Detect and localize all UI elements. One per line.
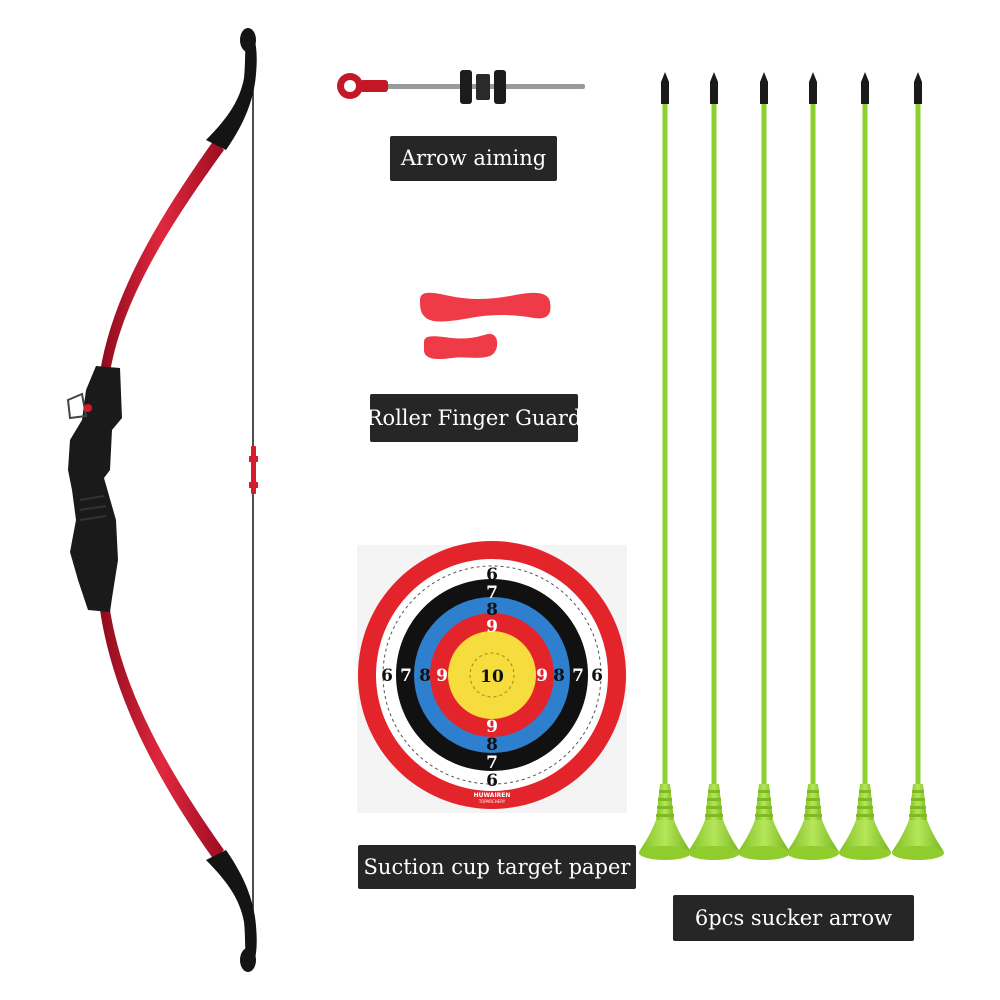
sucker-arrows — [639, 72, 944, 860]
sucker-arrow — [787, 72, 839, 860]
target-num-7-bottom: 7 — [486, 753, 498, 773]
lower-limb — [100, 610, 224, 860]
target-num-9-right: 9 — [536, 666, 548, 686]
target-brand: HUWAIREN — [474, 792, 511, 799]
target-num-9-top: 9 — [486, 617, 498, 637]
target-num-8-left: 8 — [419, 666, 431, 686]
upper-limb — [100, 140, 224, 372]
roller-finger-guards — [420, 292, 551, 360]
label-roller-finger-guard: Roller Finger Guard — [367, 394, 581, 442]
target-numbers: 10 6 7 8 9 6 7 8 9 6 7 8 9 9 8 7 6 HUWAI… — [381, 565, 603, 804]
arrow-aiming-sight — [337, 70, 585, 104]
target-num-10: 10 — [480, 667, 504, 687]
target-num-9-left: 9 — [436, 666, 448, 686]
target-num-6-right: 6 — [591, 666, 603, 686]
bow-riser — [68, 366, 122, 612]
label-target-paper: Suction cup target paper — [358, 845, 636, 889]
target-num-8-bottom: 8 — [486, 735, 498, 755]
sucker-arrow — [639, 72, 691, 860]
target-num-8-right: 8 — [553, 666, 565, 686]
label-arrow-aiming: Arrow aiming — [390, 136, 557, 181]
target-num-6-left: 6 — [381, 666, 393, 686]
target-num-8-top: 8 — [486, 600, 498, 620]
target-num-6-top: 6 — [486, 565, 498, 585]
target-brand-sub: TOPARCHERY — [478, 799, 506, 804]
sucker-arrow — [738, 72, 790, 860]
target-num-9-bottom: 9 — [486, 717, 498, 737]
target-num-7-right: 7 — [572, 666, 584, 686]
recurve-bow — [66, 28, 258, 972]
target-paper — [357, 541, 627, 813]
label-sucker-arrow: 6pcs sucker arrow — [673, 895, 914, 941]
sucker-arrow — [892, 72, 944, 860]
arrow-rest — [66, 392, 88, 420]
target-num-7-left: 7 — [400, 666, 412, 686]
target-num-6-bottom: 6 — [486, 771, 498, 791]
sucker-arrow — [839, 72, 891, 860]
target-num-7-top: 7 — [486, 583, 498, 603]
sucker-arrow — [688, 72, 740, 860]
